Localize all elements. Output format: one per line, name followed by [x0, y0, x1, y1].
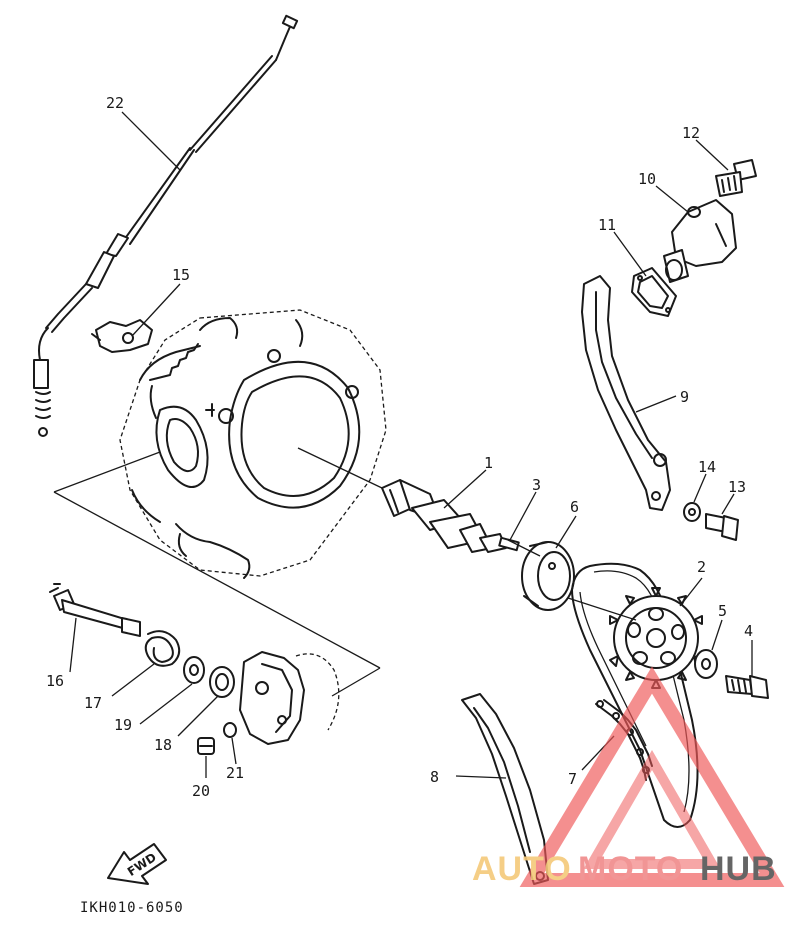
callout-8: 8: [430, 768, 439, 786]
callout-21: 21: [226, 764, 244, 782]
callout-13: 13: [728, 478, 746, 496]
callout-11: 11: [598, 216, 616, 234]
part-16-shaft: [49, 583, 141, 637]
part-17-spring: [144, 630, 181, 667]
callout-7: 7: [568, 770, 577, 788]
automotohub-watermark: AUTO MOTO HUB: [472, 666, 785, 888]
watermark-text-hub: HUB: [700, 850, 777, 888]
callout-10: 10: [638, 170, 656, 188]
watermark-triangle-icon: [519, 666, 785, 887]
leader-lines: [69, 111, 753, 779]
callout-20: 20: [192, 782, 210, 800]
part-15-bracket: [91, 319, 153, 353]
part-12-tensioner-bolt: [715, 159, 757, 197]
callout-12: 12: [682, 124, 700, 142]
part-22-decompression-cable: [33, 14, 299, 437]
watermark-text-auto: AUTO: [472, 850, 572, 888]
part-9-tensioner-guide: [581, 275, 671, 511]
part-4-bolt: [725, 675, 769, 699]
part-21-washer: [223, 722, 237, 738]
part-19-washer: [183, 656, 205, 684]
callout-5: 5: [718, 602, 727, 620]
callout-9: 9: [680, 388, 689, 406]
part-18-oil-seal: [209, 666, 235, 698]
callout-labels: 1 2 3 4 5 6 7 8 9 10 11 12 13 14 15 16 1…: [46, 94, 753, 800]
diagram-part-code: IKH010-6050: [80, 900, 184, 916]
cover-plate: [239, 651, 340, 745]
part-5-washer: [694, 649, 718, 679]
fwd-arrow-indicator: FWD: [107, 843, 167, 885]
part-10-chain-tensioner: [663, 199, 737, 283]
watermark-text-moto: MOTO: [578, 850, 683, 888]
callout-14: 14: [698, 458, 716, 476]
part-20-plug: [197, 737, 215, 755]
callout-18: 18: [154, 736, 172, 754]
callout-17: 17: [84, 694, 102, 712]
callout-15: 15: [172, 266, 190, 284]
callout-3: 3: [532, 476, 541, 494]
callout-6: 6: [570, 498, 579, 516]
part-3-dowel-pin: [498, 536, 520, 552]
callout-2: 2: [697, 558, 706, 576]
part-6-cam-plate: [521, 541, 575, 611]
part-14-washer: [683, 502, 701, 522]
part-13-bolt: [705, 513, 739, 541]
cylinder-head: [119, 309, 387, 579]
part-2-cam-sprocket: [609, 587, 703, 689]
callout-4: 4: [744, 622, 753, 640]
assembly-guide-lines: [53, 447, 637, 697]
callout-22: 22: [106, 94, 124, 112]
callout-16: 16: [46, 672, 64, 690]
part-1-camshaft: [381, 479, 507, 553]
part-11-gasket: [631, 267, 677, 317]
callout-19: 19: [114, 716, 132, 734]
callout-1: 1: [484, 454, 493, 472]
